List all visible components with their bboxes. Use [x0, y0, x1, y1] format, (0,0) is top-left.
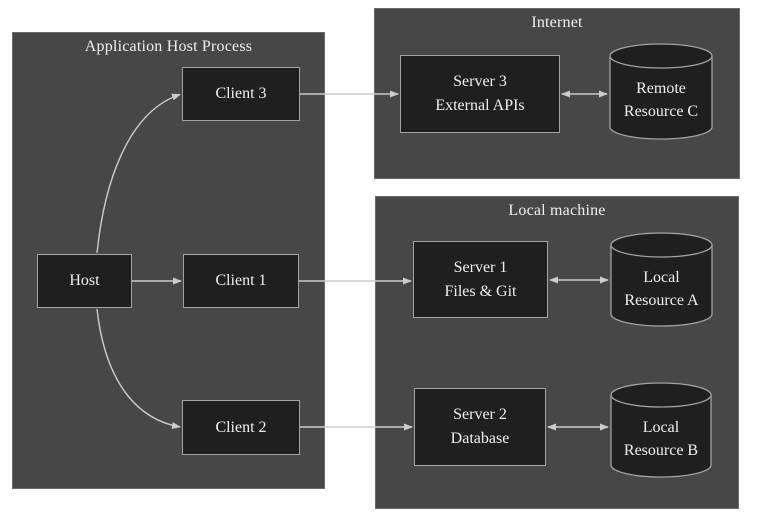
- node-server-2-line2: Database: [450, 430, 510, 447]
- node-server-1-line1: Server 1: [453, 258, 508, 276]
- node-remote-resource-c-label: Remote Resource C: [609, 77, 713, 123]
- node-remote-resource-c: Remote Resource C: [609, 43, 713, 140]
- node-server-1: Server 1 Files & Git: [413, 241, 548, 318]
- node-server-2: Server 2 Database: [414, 388, 546, 466]
- node-host-label: Host: [69, 272, 100, 289]
- cylinder-icon: [610, 232, 713, 327]
- node-server-2-line1: Server 2: [453, 406, 507, 423]
- node-server-3-line1: Server 3: [453, 73, 507, 90]
- node-server-3: Server 3 External APIs: [400, 55, 560, 133]
- node-client-2-label: Client 2: [215, 418, 267, 436]
- container-title-application-host-process: Application Host Process: [84, 38, 253, 55]
- cylinder-icon: [610, 382, 712, 478]
- node-remote-resource-c-line1: Remote: [636, 80, 686, 97]
- node-local-resource-b: Local Resource B: [610, 382, 712, 478]
- node-local-resource-b-line1: Local: [642, 419, 680, 436]
- node-local-resource-b-line2: Resource B: [623, 442, 699, 459]
- node-local-resource-a-line2: Resource A: [624, 292, 699, 309]
- node-local-resource-a-line1: Local: [643, 269, 680, 286]
- node-client-3-label: Client 3: [215, 85, 267, 102]
- node-client-3: Client 3: [182, 67, 300, 121]
- node-local-resource-b-label: Local Resource B: [610, 416, 712, 462]
- node-server-1-line2: Files & Git: [444, 282, 517, 300]
- container-title-local-machine: Local machine: [508, 202, 606, 219]
- node-client-2: Client 2: [182, 400, 300, 455]
- node-client-1: Client 1: [183, 254, 299, 308]
- cylinder-icon: [609, 43, 713, 140]
- node-remote-resource-c-line2: Resource C: [623, 103, 699, 120]
- container-title-internet: Internet: [531, 14, 583, 31]
- node-client-1-label: Client 1: [215, 272, 267, 289]
- node-local-resource-a: Local Resource A: [610, 232, 713, 327]
- node-server-3-line2: External APIs: [435, 97, 525, 114]
- node-host: Host: [37, 254, 132, 308]
- node-local-resource-a-label: Local Resource A: [610, 266, 713, 312]
